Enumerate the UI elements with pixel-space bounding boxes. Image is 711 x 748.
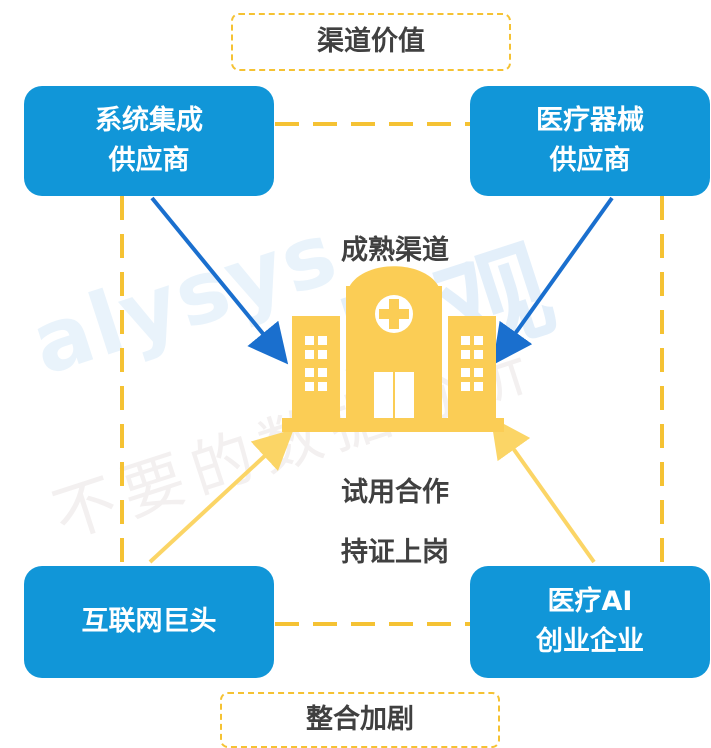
arrow-from-top-left [150, 196, 289, 365]
node-system-integrator: 系统集成 供应商 [24, 86, 274, 196]
node-medical-ai-startups: 医疗AI 创业企业 [470, 566, 710, 678]
arrow-from-bottom-right [490, 416, 596, 564]
arrow-from-bottom-left [148, 429, 294, 564]
arrow-from-top-right [492, 196, 614, 366]
node-label-line2: 供应商 [108, 145, 190, 176]
center-top-label: 成熟渠道 [341, 235, 449, 266]
node-label-line1: 互联网巨头 [81, 606, 217, 637]
node-internet-giants: 互联网巨头 [24, 566, 274, 678]
node-label-line1: 医疗AI [547, 586, 633, 617]
node-label-line2: 创业企业 [536, 626, 644, 657]
top-title: 渠道价值 [231, 13, 511, 71]
node-label-line1: 系统集成 [95, 105, 203, 136]
center-bottom-line2: 持证上岗 [341, 537, 449, 568]
bottom-title: 整合加剧 [220, 692, 500, 748]
node-medical-device-supplier: 医疗器械 供应商 [470, 86, 710, 196]
node-label-line2: 供应商 [549, 145, 631, 176]
center-bottom-line1: 试用合作 [341, 477, 449, 508]
hospital-icon [282, 266, 504, 432]
node-label-line1: 医疗器械 [536, 105, 644, 136]
